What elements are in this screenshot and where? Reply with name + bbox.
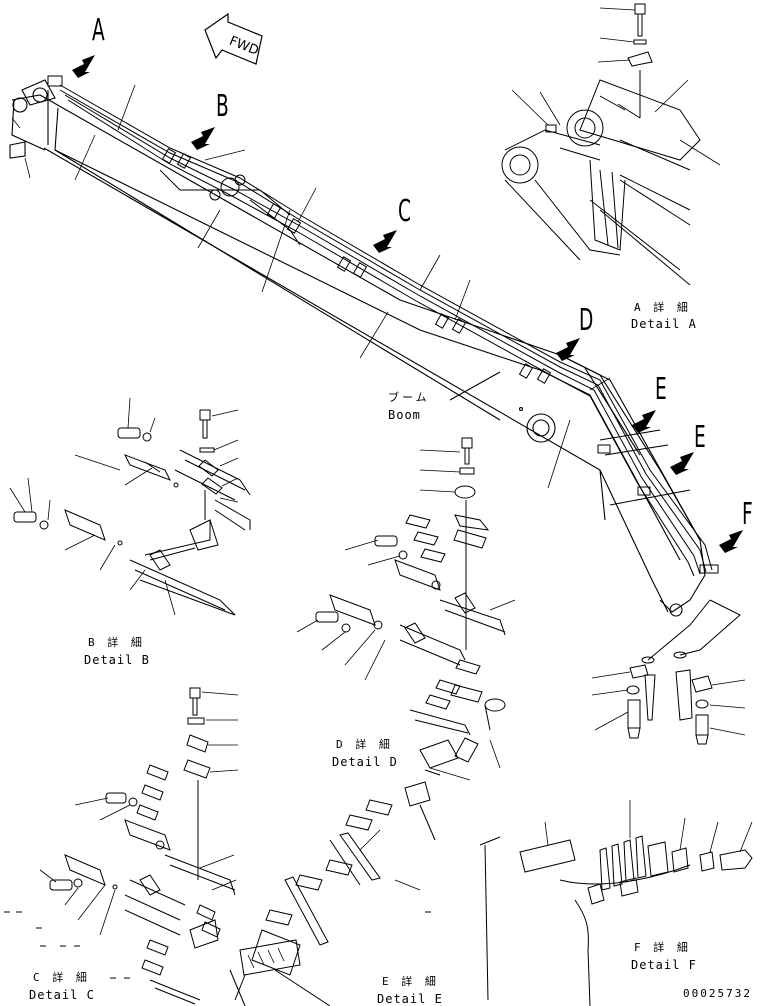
- drawing-number: 00025732: [683, 987, 752, 1000]
- view-marker-a: A: [92, 13, 105, 48]
- view-marker-f: F: [742, 497, 753, 532]
- view-marker-d: D: [579, 303, 594, 338]
- detail-d-title-en: Detail D: [332, 755, 398, 769]
- view-marker-b: B: [216, 89, 229, 124]
- fwd-arrow-icon: FWD: [204, 12, 263, 65]
- detail-b-title-en: Detail B: [84, 653, 150, 667]
- detail-f-title-en: Detail F: [631, 958, 697, 972]
- dash-marks: [4, 911, 431, 979]
- view-arrows: [72, 55, 743, 553]
- detail-c-title-jp: C 詳 細: [33, 971, 90, 984]
- leader-lines-main: [11, 84, 611, 489]
- detail-f-title-jp: F 詳 細: [634, 941, 691, 954]
- detail-a-drawing: [501, 3, 721, 286]
- part-label-jp: ブーム: [388, 391, 430, 404]
- detail-e-title-jp: E 詳 細: [382, 975, 439, 988]
- pipe-clamps: [47, 75, 719, 574]
- detail-d-title-jp: D 詳 細: [336, 738, 393, 751]
- detail-d-drawing: [296, 437, 516, 769]
- detail-e-drawing: [229, 737, 479, 1006]
- part-label-en: Boom: [388, 408, 421, 422]
- detail-b-drawing: [9, 397, 251, 616]
- detail-b-title-jp: B 詳 細: [88, 636, 145, 649]
- hydraulic-piping: [59, 84, 713, 577]
- detail-c-drawing: [39, 687, 239, 1005]
- boom-body: [9, 79, 706, 617]
- detail-f-drawing: [479, 599, 753, 1006]
- view-marker-e-1: E: [655, 372, 667, 407]
- detail-a-title-en: Detail A: [631, 317, 697, 331]
- detail-e-title-en: Detail E: [377, 992, 443, 1006]
- view-marker-e-2: E: [694, 420, 706, 455]
- view-marker-c: C: [398, 194, 411, 229]
- detail-a-title-jp: A 詳 細: [634, 301, 691, 314]
- svg-text:FWD: FWD: [227, 34, 261, 59]
- detail-c-title-en: Detail C: [29, 988, 95, 1002]
